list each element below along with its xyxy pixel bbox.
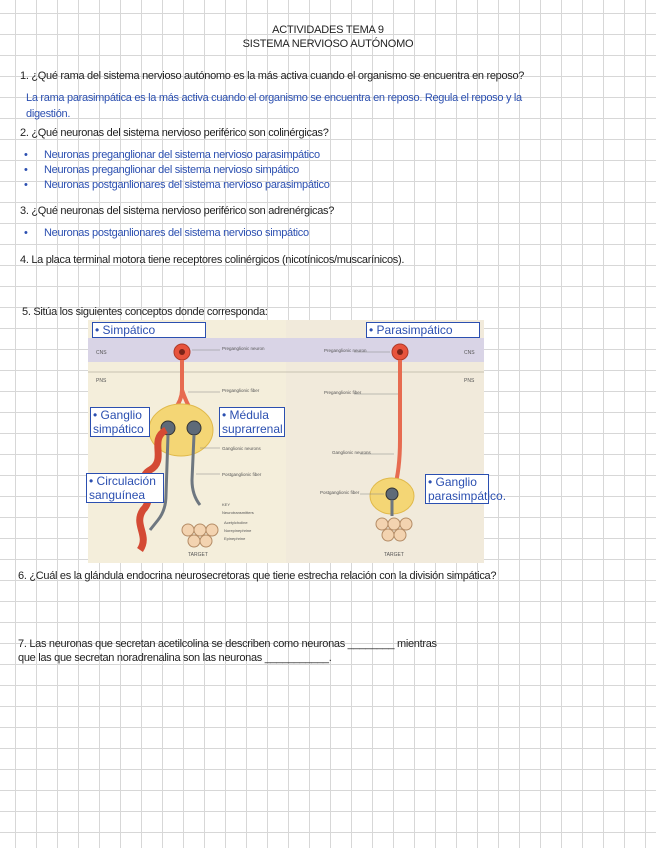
pns-label-left: PNS — [96, 378, 107, 384]
cns-label-left: CNS — [96, 350, 107, 356]
pns-label-right: PNS — [464, 378, 475, 384]
answer-2-bullet-2: •Neuronas preganglionar del sistema nerv… — [24, 164, 299, 176]
answer-2-bullet-1: •Neuronas preganglionar del sistema nerv… — [24, 149, 320, 161]
cns-band — [88, 338, 484, 362]
question-4: 4. La placa terminal motora tiene recept… — [20, 254, 405, 266]
title-line-1: ACTIVIDADES TEMA 9 — [272, 24, 384, 36]
para-target — [375, 517, 413, 542]
para-gang-label: Ganglionic neurons — [332, 450, 372, 455]
question-7-line-1: 7. Las neuronas que secretan acetilcolin… — [18, 638, 437, 650]
answer-1-line-2: digestión. — [26, 108, 71, 120]
label-simpatico: • Simpático — [92, 322, 206, 338]
question-2: 2. ¿Qué neuronas del sistema nervioso pe… — [20, 127, 329, 139]
question-7-line-2: que las que secretan noradrenalina son l… — [18, 652, 332, 664]
label-ganglio-parasimpatico: • Ganglio parasimpático. — [425, 474, 506, 504]
key-ne: Norepinephrine — [224, 528, 252, 533]
label-parasimpatico: • Parasimpático — [366, 322, 480, 338]
key-nt: Neurotransmitters — [222, 510, 254, 515]
symp-preg-neuron-label: Preganglionic neuron — [222, 346, 265, 351]
cns-label-right: CNS — [464, 350, 475, 356]
para-target-label: TARGET — [384, 552, 404, 558]
symp-gang-label: Ganglionic neurons — [222, 446, 262, 451]
para-post-fiber-label: Postganglionic fiber — [320, 490, 360, 495]
label-circulacion-sanguinea: • Circulación sanguínea — [86, 473, 164, 503]
symp-target — [181, 523, 219, 548]
label-medula-suprarrenal: • Médula suprarrenal — [219, 407, 285, 437]
autonomic-diagram: CNS CNS PNS PNS TARGET Preganglionic neu… — [88, 320, 484, 563]
question-5: 5. Sitúa los siguientes conceptos donde … — [22, 306, 268, 318]
symp-post-fiber-label: Postganglionic fiber — [222, 472, 262, 477]
symp-target-label: TARGET — [188, 552, 208, 558]
answer-2-bullet-3: •Neuronas postganlionares del sistema ne… — [24, 179, 330, 191]
key-ach: Acetylcholine — [224, 520, 248, 525]
question-6: 6. ¿Cuál es la glándula endocrina neuros… — [18, 570, 497, 582]
para-preg-neuron-label: Preganglionic neuron — [324, 348, 367, 353]
label-ganglio-simpatico: • Ganglio simpático — [90, 407, 150, 437]
answer-3-bullet-1: •Neuronas postganlionares del sistema ne… — [24, 227, 309, 239]
answer-1-line-1: La rama parasimpática es la más activa c… — [26, 92, 522, 104]
para-preg-fiber-label: Preganglionic fiber — [324, 390, 362, 395]
key-epi: Epinephrine — [224, 536, 246, 541]
question-1: 1. ¿Qué rama del sistema nervioso autóno… — [20, 70, 525, 82]
key-title: KEY — [222, 502, 230, 507]
symp-preg-fiber-label: Preganglionic fiber — [222, 388, 260, 393]
question-3: 3. ¿Qué neuronas del sistema nervioso pe… — [20, 205, 335, 217]
title-line-2: SISTEMA NERVIOSO AUTÓNOMO — [242, 38, 414, 50]
